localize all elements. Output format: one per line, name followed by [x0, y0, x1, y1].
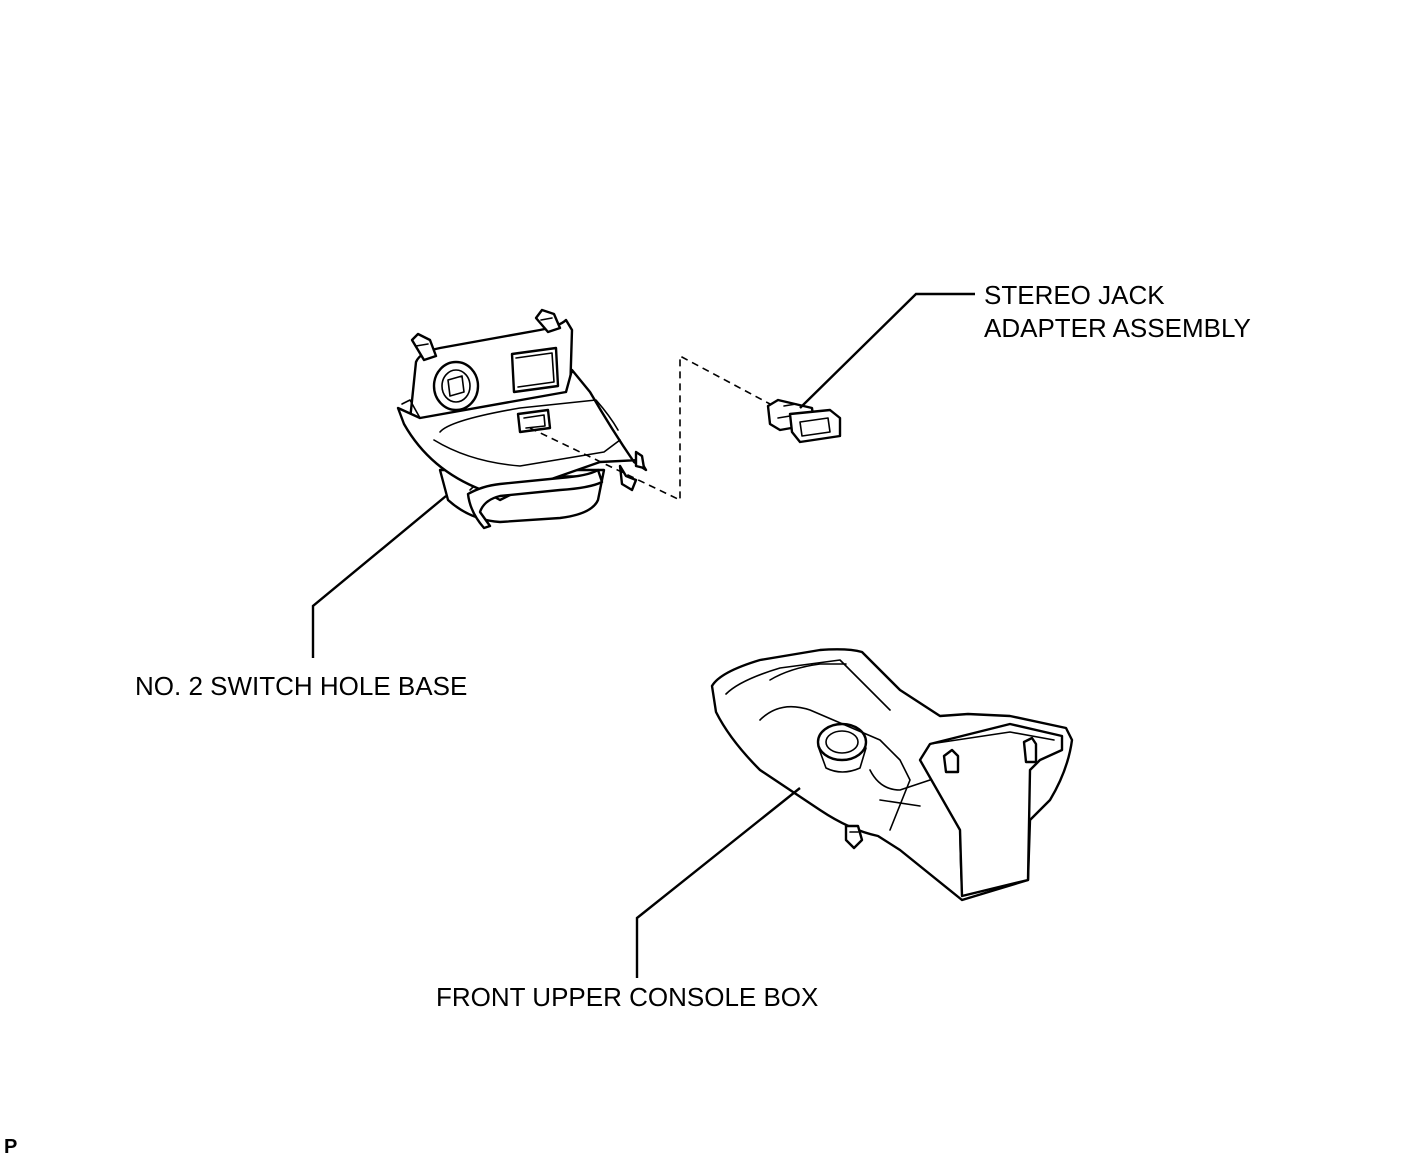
label-front-upper-console-box: FRONT UPPER CONSOLE BOX	[436, 982, 819, 1012]
label-stereo-jack-adapter-assembly: STEREO JACK ADAPTER ASSEMBLY	[984, 279, 1251, 345]
switch-hole-base-part	[396, 308, 648, 530]
label-stereo-jack-line2: ADAPTER ASSEMBLY	[984, 313, 1251, 343]
leader-stereo-jack	[799, 292, 975, 409]
label-stereo-jack-line1: STEREO JACK	[984, 280, 1165, 310]
installation-line	[529, 354, 771, 502]
leader-switch-hole-base	[311, 495, 447, 658]
label-no2-switch-hole-base: NO. 2 SWITCH HOLE BASE	[135, 671, 468, 701]
front-upper-console-box-part	[710, 648, 1074, 902]
leader-console-box	[635, 787, 801, 978]
stereo-jack-adapter-part	[766, 398, 842, 444]
corner-code: P	[4, 1136, 18, 1158]
